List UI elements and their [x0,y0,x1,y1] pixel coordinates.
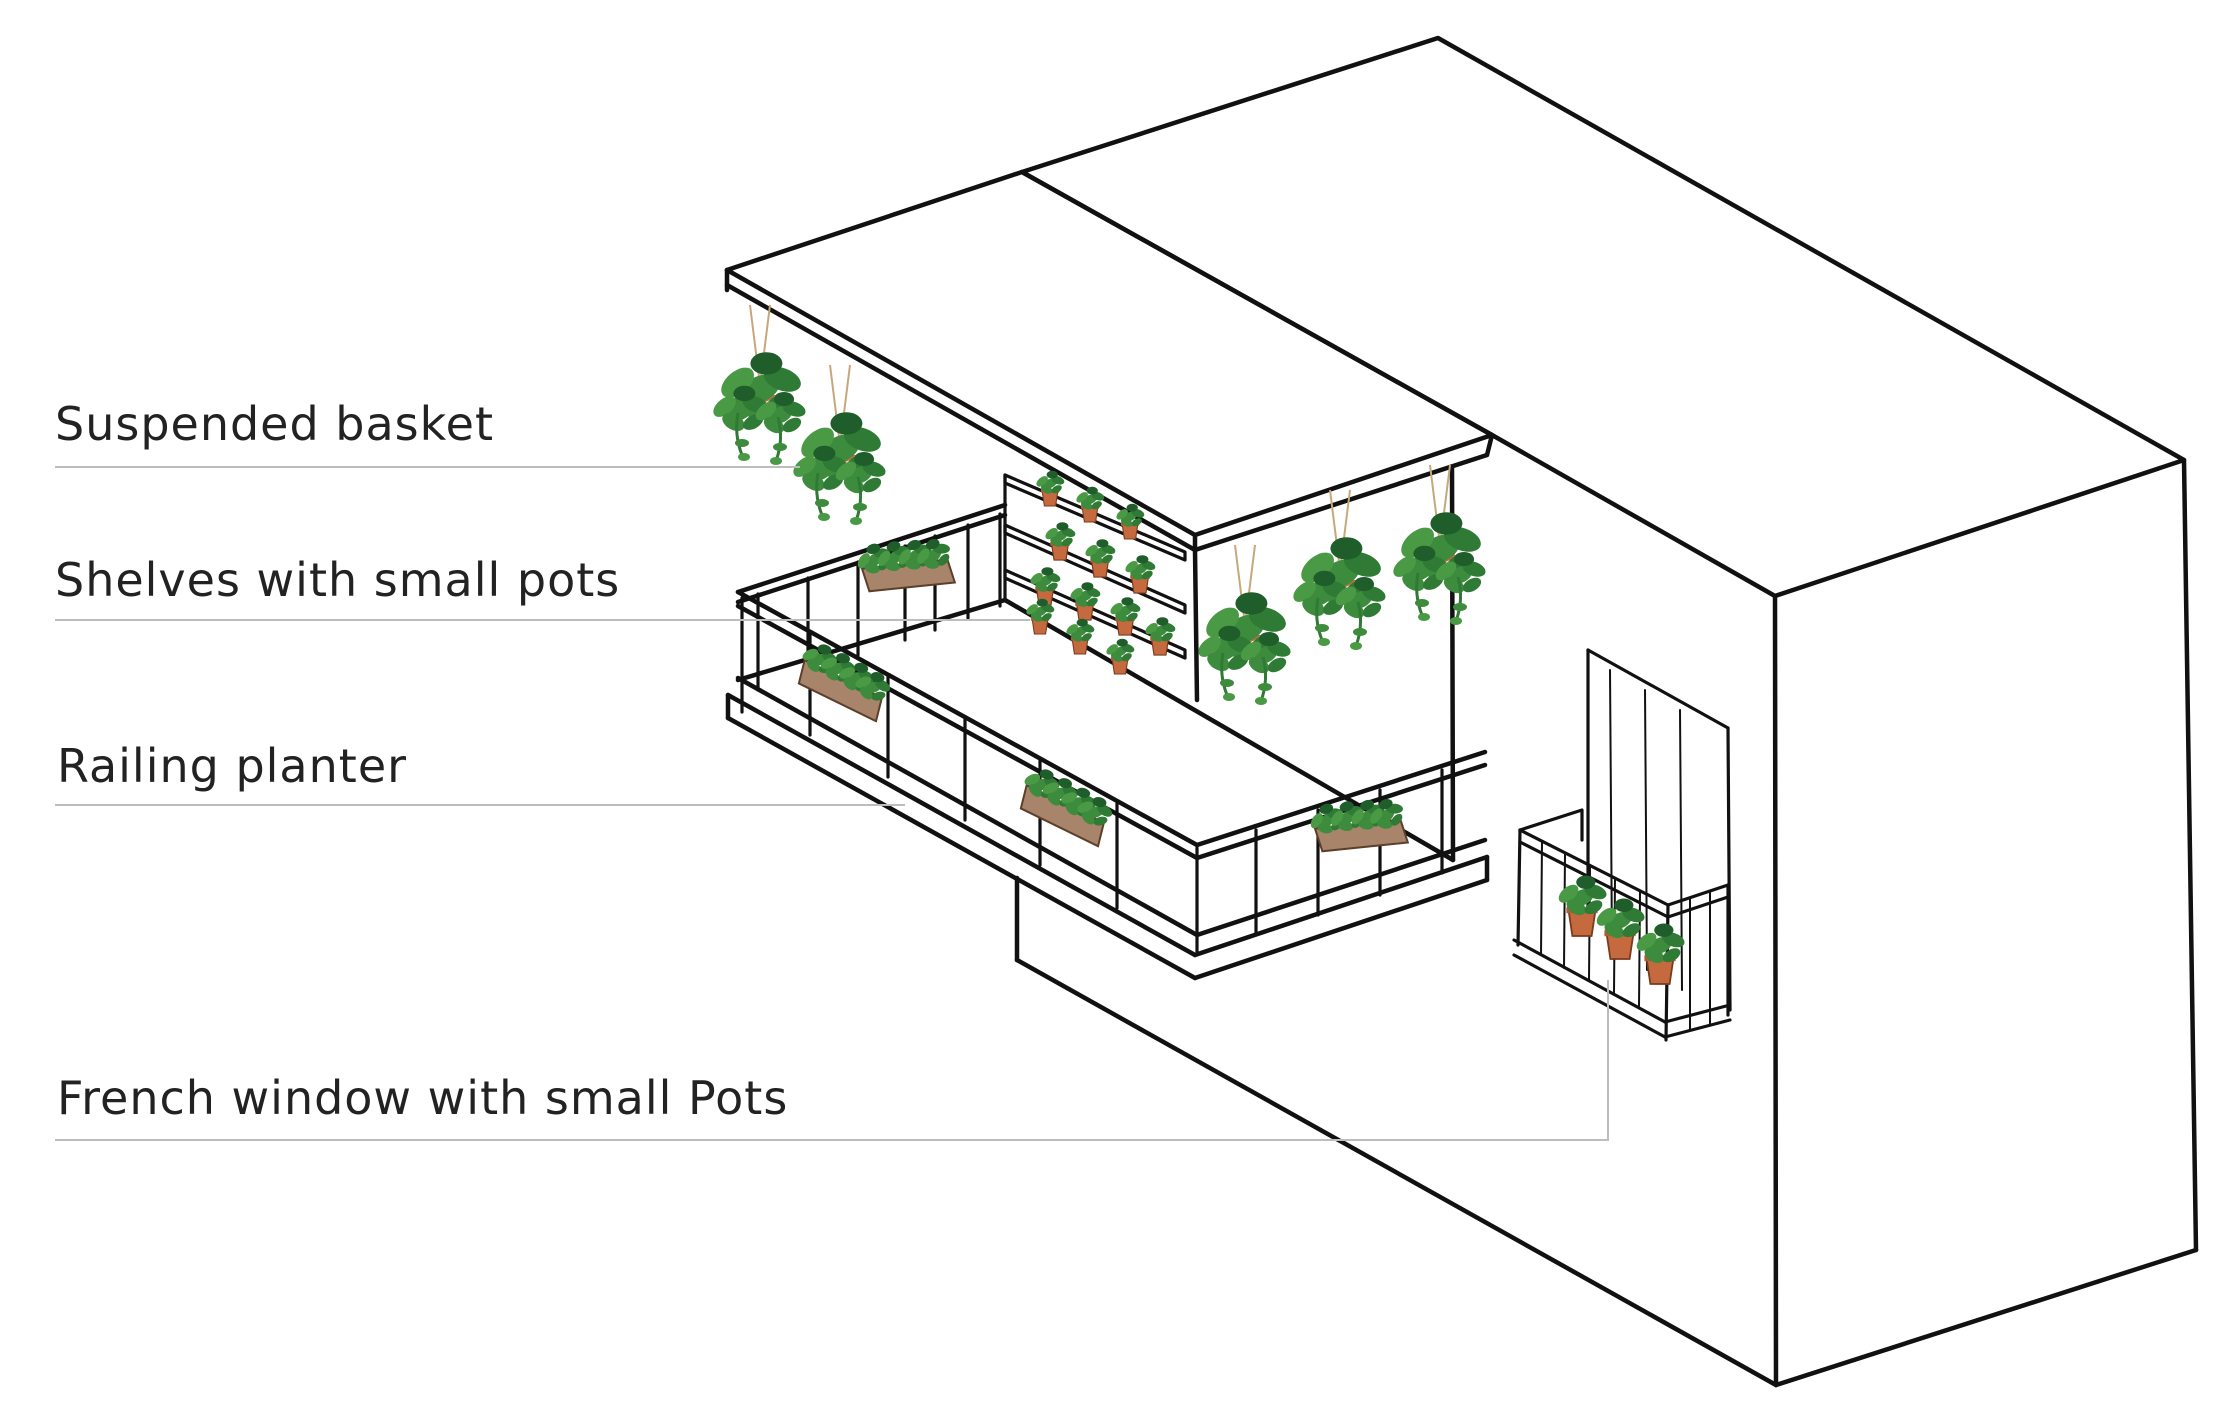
labels: Suspended basket Shelves with small pots… [55,397,788,1125]
label-shelves: Shelves with small pots [55,553,620,607]
hanging-plant-icon [790,365,888,525]
label-french-window: French window with small Pots [57,1071,788,1125]
leader-lines [55,466,1609,1141]
shelf-pots [1024,471,1176,674]
balcony-canopy [724,169,1495,863]
hanging-plant-icon [1390,465,1488,625]
label-suspended-basket: Suspended basket [55,397,494,451]
hanging-plant-icon [1195,545,1293,705]
hanging-plant-icon [710,305,808,465]
potted-plant-icon [1633,924,1686,984]
planter-box-icon [1011,764,1120,848]
label-railing-planter: Railing planter [57,739,407,793]
